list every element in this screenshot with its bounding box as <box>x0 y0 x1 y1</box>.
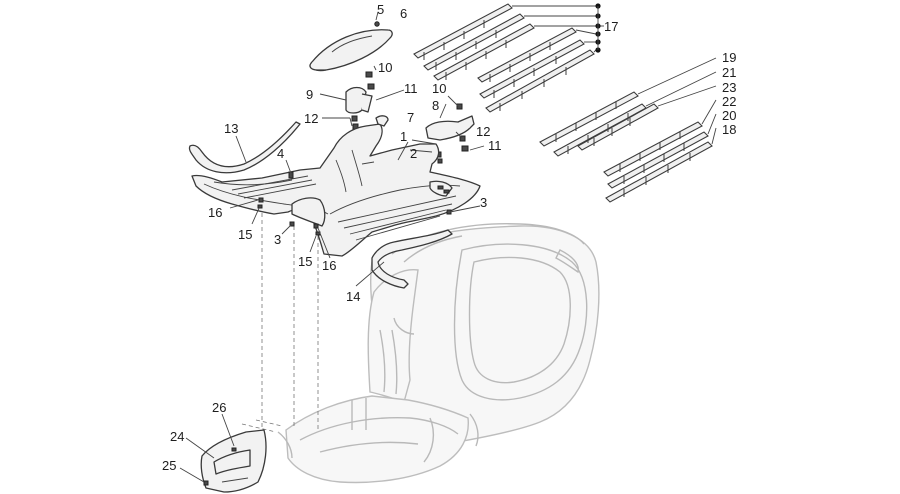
label-18: 18 <box>722 122 736 137</box>
label-1: 1 <box>400 129 407 144</box>
label-26: 26 <box>212 400 226 415</box>
part-13-rail[interactable] <box>188 121 301 174</box>
part-16-clip-b[interactable] <box>313 223 319 229</box>
label-19: 19 <box>722 50 736 65</box>
label-15b: 15 <box>298 254 312 269</box>
label-2: 2 <box>410 146 417 161</box>
part-24-cover[interactable] <box>200 429 267 493</box>
label-6: 6 <box>400 6 407 21</box>
label-12b: 12 <box>476 124 490 139</box>
label-21: 21 <box>722 65 736 80</box>
label-14: 14 <box>346 289 360 304</box>
label-13: 13 <box>224 121 238 136</box>
part-1-floorboard[interactable] <box>191 115 481 257</box>
part-9-bracket[interactable] <box>345 71 375 130</box>
label-8: 8 <box>432 98 439 113</box>
part-14-rail[interactable] <box>371 229 453 289</box>
part-16-clip-a[interactable] <box>258 197 264 203</box>
label-10a: 10 <box>378 60 392 75</box>
reference-dots <box>595 3 601 53</box>
label-7: 7 <box>407 110 414 125</box>
label-17: 17 <box>604 19 618 34</box>
label-5: 5 <box>377 2 384 17</box>
leader-lines <box>179 5 717 483</box>
strips-group-18-23[interactable] <box>539 91 713 203</box>
part-25-screw[interactable] <box>203 480 209 486</box>
label-20: 20 <box>722 108 736 123</box>
part-26-clip[interactable] <box>231 447 237 452</box>
scooter-frame-ghost <box>277 223 600 484</box>
strips-group-17[interactable] <box>413 3 595 113</box>
label-9: 9 <box>306 87 313 102</box>
label-23: 23 <box>722 80 736 95</box>
label-11b: 11 <box>488 138 502 153</box>
label-4: 4 <box>277 146 284 161</box>
label-22: 22 <box>722 94 736 109</box>
label-12a: 12 <box>304 111 318 126</box>
label-15a: 15 <box>238 227 252 242</box>
part-5-cover[interactable] <box>309 29 393 72</box>
part-4-screw[interactable] <box>288 171 294 179</box>
label-24: 24 <box>170 429 184 444</box>
part-6-clip[interactable] <box>374 21 380 27</box>
label-10b: 10 <box>432 81 446 96</box>
label-16b: 16 <box>322 258 336 273</box>
label-11a: 11 <box>404 81 418 96</box>
callout-labels: 5 6 10 11 9 12 10 8 7 12 1 2 11 13 4 16 … <box>162 2 736 473</box>
label-3b: 3 <box>480 195 487 210</box>
alignment-guides <box>241 206 319 433</box>
label-16a: 16 <box>208 205 222 220</box>
label-25: 25 <box>162 458 176 473</box>
label-3a: 3 <box>274 232 281 247</box>
part-8-bracket[interactable] <box>425 103 475 164</box>
